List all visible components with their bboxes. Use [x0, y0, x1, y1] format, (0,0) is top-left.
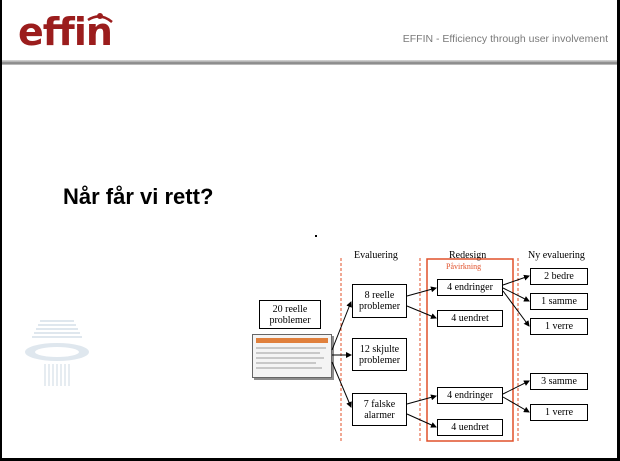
header-tagline: EFFIN - Efficiency through user involvem… — [402, 33, 608, 45]
stray-dot — [315, 235, 317, 237]
column-header-ny-evaluering: Ny evaluering — [528, 250, 585, 261]
arrow-source-to-false — [331, 361, 352, 408]
arrow-changes-to-worse — [502, 290, 530, 327]
node-top-worse: 1 verre — [530, 318, 588, 335]
arrow-changes-to-same — [502, 287, 530, 302]
node-hidden-problems: 12 skjulte problemer — [352, 338, 407, 371]
node-top-same: 1 samme — [530, 293, 588, 310]
header-divider — [2, 60, 617, 65]
screenshot-thumbnail — [252, 334, 332, 378]
arrow-bottom-changes-to-same — [502, 380, 530, 395]
node-bottom-changes: 4 endringer — [437, 387, 503, 404]
node-top-changes: 4 endringer — [437, 279, 503, 296]
arrow-real-to-changes — [406, 286, 437, 297]
arrow-bottom-changes-to-worse — [502, 396, 530, 413]
slide-title: Når får vi rett? — [63, 184, 214, 209]
column-subheader-pavirkning: Påvirkning — [446, 262, 482, 271]
arrow-false-to-unchanged — [406, 413, 437, 428]
slide-border-left — [0, 0, 2, 461]
arrow-changes-to-better — [502, 274, 530, 286]
column-header-evaluering: Evaluering — [354, 250, 398, 261]
thumbnail-row — [256, 362, 316, 364]
redesign-highlight-box — [426, 258, 514, 442]
node-top-unchanged: 4 uendret — [437, 310, 503, 327]
slide-border-bottom — [0, 458, 620, 461]
header — [2, 0, 617, 64]
node-source-problems: 20 reelle problemer — [259, 300, 321, 329]
thumbnail-row — [256, 352, 320, 354]
logo-figure-icon — [87, 13, 113, 23]
node-bottom-worse: 1 verre — [530, 404, 588, 421]
thumbnail-header-bar — [256, 338, 328, 343]
arrow-real-to-unchanged — [406, 305, 437, 319]
node-bottom-unchanged: 4 uendret — [437, 419, 503, 436]
effin-logo: effin — [18, 6, 128, 54]
thumbnail-row — [256, 357, 324, 359]
thumbnail-row — [256, 367, 322, 369]
thumbnail-row — [256, 347, 326, 349]
slide-border-right — [617, 0, 620, 461]
arrow-false-to-changes — [406, 394, 437, 405]
watermark-emblem-icon — [25, 320, 89, 386]
node-real-problems: 8 reelle problemer — [352, 284, 407, 318]
node-false-alarms: 7 falske alarmer — [352, 393, 407, 426]
node-top-better: 2 bedre — [530, 268, 588, 285]
arrow-source-to-real — [331, 301, 352, 351]
node-bottom-same: 3 samme — [530, 373, 588, 390]
column-header-redesign: Redesign — [449, 250, 487, 261]
